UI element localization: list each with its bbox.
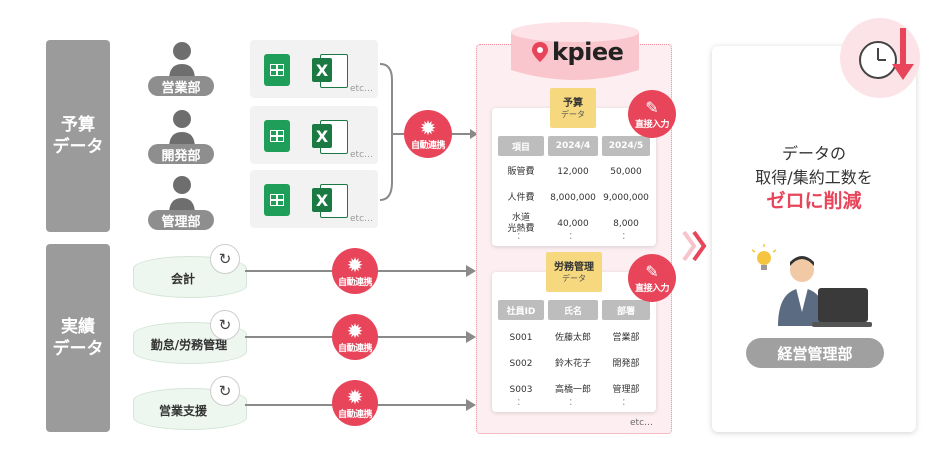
brand-name: kpiee xyxy=(552,38,624,66)
system-label-attendance: 勤怠/労務管理 xyxy=(150,338,228,352)
auto-link-badge-attendance: ✹ 自動連携 xyxy=(332,314,378,360)
excel-icon: X xyxy=(312,188,332,212)
file-etc: etc… xyxy=(350,214,374,224)
chevron-right-icon xyxy=(682,230,707,262)
system-label-accounting: 会計 xyxy=(170,272,195,286)
department-label-dev: 開発部 xyxy=(148,144,214,164)
excel-icon: X xyxy=(312,58,332,82)
result-text-highlight: ゼロに削減 xyxy=(766,190,862,212)
labor-table-card: 労務管理 データ 社員ID 氏名 部署 S001 佐藤太郎 営業部 S002 鈴… xyxy=(492,252,656,412)
labor-etc: etc… xyxy=(630,418,654,428)
actual-section-label: 実績 データ xyxy=(46,244,110,432)
budget-header-0: 項目 xyxy=(498,136,544,156)
gear-icon: ✹ xyxy=(346,318,364,343)
file-box-admin: X etc… xyxy=(250,170,378,228)
spreadsheet-icon xyxy=(264,54,290,86)
labor-header-0: 社員ID xyxy=(498,300,544,320)
folder-icon: 労務管理 データ xyxy=(546,252,602,292)
clock-down-icon xyxy=(840,18,920,98)
kpiee-pin-icon xyxy=(532,42,548,62)
excel-icon: X xyxy=(312,124,332,148)
budget-header-2: 2024/5 xyxy=(602,136,650,156)
manager-illustration xyxy=(746,242,876,332)
pen-icon: ✎ xyxy=(645,98,659,117)
direct-input-badge-labor: ✎ 直接入力 xyxy=(628,254,676,302)
auto-link-badge-budget: ✹ 自動連携 xyxy=(404,110,452,158)
budget-table-card: 予算 データ 項目 2024/4 2024/5 販管費 12,000 50,00… xyxy=(492,88,656,246)
file-etc: etc… xyxy=(350,84,374,94)
gear-icon: ✹ xyxy=(419,115,437,140)
sync-icon: ↻ xyxy=(210,310,240,340)
sync-icon: ↻ xyxy=(210,244,240,274)
labor-header-1: 氏名 xyxy=(548,300,598,320)
system-label-sales-support: 営業支援 xyxy=(158,404,207,418)
auto-link-badge-sales-support: ✹ 自動連携 xyxy=(332,380,378,426)
department-label-admin: 管理部 xyxy=(148,210,214,230)
file-box-sales: X etc… xyxy=(250,40,378,98)
pen-icon: ✎ xyxy=(645,262,659,281)
kpiee-logo: kpiee xyxy=(508,20,642,82)
file-box-dev: X etc… xyxy=(250,106,378,164)
auto-link-badge-accounting: ✹ 自動連携 xyxy=(332,248,378,294)
result-dept-pill: 経営管理部 xyxy=(746,338,884,368)
gear-icon: ✹ xyxy=(346,252,364,277)
sync-icon: ↻ xyxy=(210,376,240,406)
result-text-line1: データの xyxy=(781,144,846,163)
gear-icon: ✹ xyxy=(346,384,364,409)
budget-header-1: 2024/4 xyxy=(548,136,598,156)
direct-input-badge-budget: ✎ 直接入力 xyxy=(628,90,676,138)
spreadsheet-icon xyxy=(264,184,290,216)
budget-section-label: 予算 データ xyxy=(46,40,110,232)
result-card xyxy=(712,46,916,432)
folder-icon: 予算 データ xyxy=(550,88,596,128)
result-text-line2: 取得/集約工数を xyxy=(755,168,873,187)
labor-header-2: 部署 xyxy=(602,300,650,320)
spreadsheet-icon xyxy=(264,120,290,152)
file-etc: etc… xyxy=(350,150,374,160)
department-label-sales: 営業部 xyxy=(148,76,214,96)
